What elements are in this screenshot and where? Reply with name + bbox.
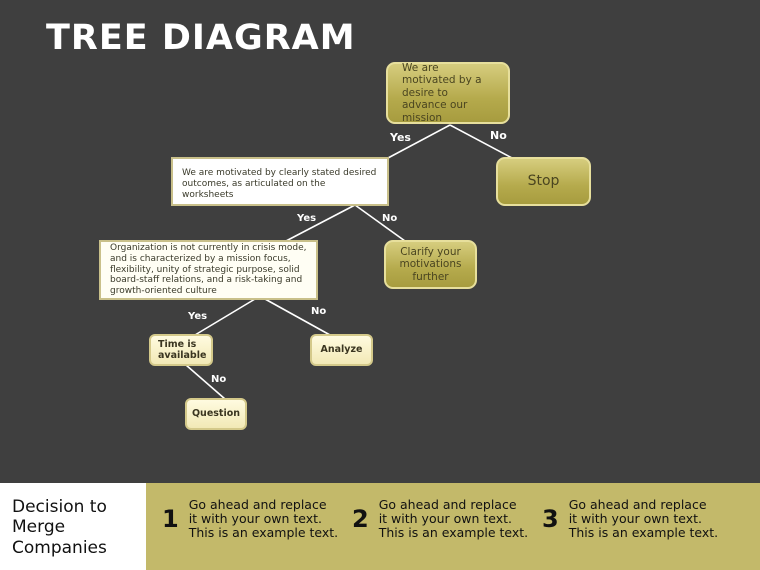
edge-root-no [449, 124, 513, 159]
label-no: No [311, 306, 327, 317]
step-number: 3 [542, 504, 559, 533]
label-no: No [382, 213, 398, 224]
node-stop-text: Stop [527, 173, 560, 190]
node-outcomes-text: We are motivated by clearly stated desir… [182, 168, 377, 200]
footer-heading: Decision to Merge Companies [0, 483, 146, 570]
node-question[interactable]: Question [185, 398, 247, 430]
edge-outcomes-yes [285, 204, 356, 242]
label-no: No [490, 129, 507, 142]
node-stop[interactable]: Stop [496, 157, 591, 206]
step-text: Go ahead and replace it with your own te… [188, 497, 339, 540]
footer-band: Decision to Merge Companies [0, 483, 760, 570]
node-time[interactable]: Time is available [149, 334, 213, 366]
label-yes: Yes [390, 131, 411, 144]
label-no: No [211, 374, 227, 385]
node-question-text: Question [191, 408, 241, 420]
node-root-text: We are motivated by a desire to advance … [402, 61, 482, 124]
connector-lines [185, 124, 513, 400]
label-yes: Yes [188, 311, 208, 322]
page-title: TREE DIAGRAM [46, 18, 356, 58]
step-number: 1 [162, 504, 179, 533]
node-organization-text: Organization is not currently in crisis … [110, 243, 307, 297]
step-number: 2 [352, 504, 369, 533]
node-analyze-text: Analyze [320, 344, 363, 356]
edge-root-yes [387, 124, 451, 159]
edge-org-yes [194, 298, 256, 336]
label-yes: Yes [297, 213, 317, 224]
node-clarify-text: Clarify your motivations further [399, 245, 462, 283]
node-organization[interactable]: Organization is not currently in crisis … [99, 240, 318, 300]
footer-step: 1 Go ahead and replace it with your own … [162, 498, 339, 539]
node-root[interactable]: We are motivated by a desire to advance … [386, 62, 510, 124]
edge-org-no [264, 298, 331, 336]
step-text: Go ahead and replace it with your own te… [378, 497, 529, 540]
footer-step: 2 Go ahead and replace it with your own … [352, 498, 529, 539]
edge-outcomes-no [354, 204, 406, 242]
node-clarify[interactable]: Clarify your motivations further [384, 240, 477, 289]
node-outcomes[interactable]: We are motivated by clearly stated desir… [171, 157, 389, 206]
node-analyze[interactable]: Analyze [310, 334, 373, 366]
footer-step: 3 Go ahead and replace it with your own … [542, 498, 719, 539]
node-time-text: Time is available [158, 338, 207, 361]
step-text: Go ahead and replace it with your own te… [568, 497, 719, 540]
edge-time-no [185, 364, 226, 400]
